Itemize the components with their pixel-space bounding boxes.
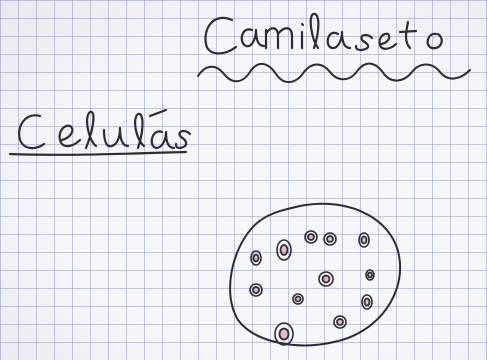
cell-nuclei xyxy=(250,231,374,345)
nucleus-core-1 xyxy=(281,245,288,255)
nucleus-core-3 xyxy=(327,236,333,242)
nucleus-core-5 xyxy=(254,255,259,262)
wavy-underline xyxy=(198,64,470,82)
nucleus-core-11 xyxy=(337,319,343,325)
heading-underline xyxy=(10,152,186,155)
nucleus-core-8 xyxy=(253,287,259,293)
nucleus-core-7 xyxy=(368,273,372,278)
nucleus-core-12 xyxy=(280,329,289,340)
nucleus-core-2 xyxy=(308,234,314,240)
student-name-handwriting xyxy=(206,14,442,54)
nucleus-core-9 xyxy=(296,297,301,302)
nucleus-core-10 xyxy=(365,299,370,306)
heading-handwriting xyxy=(19,110,190,148)
nucleus-core-4 xyxy=(362,237,367,244)
nucleus-core-6 xyxy=(323,276,330,283)
